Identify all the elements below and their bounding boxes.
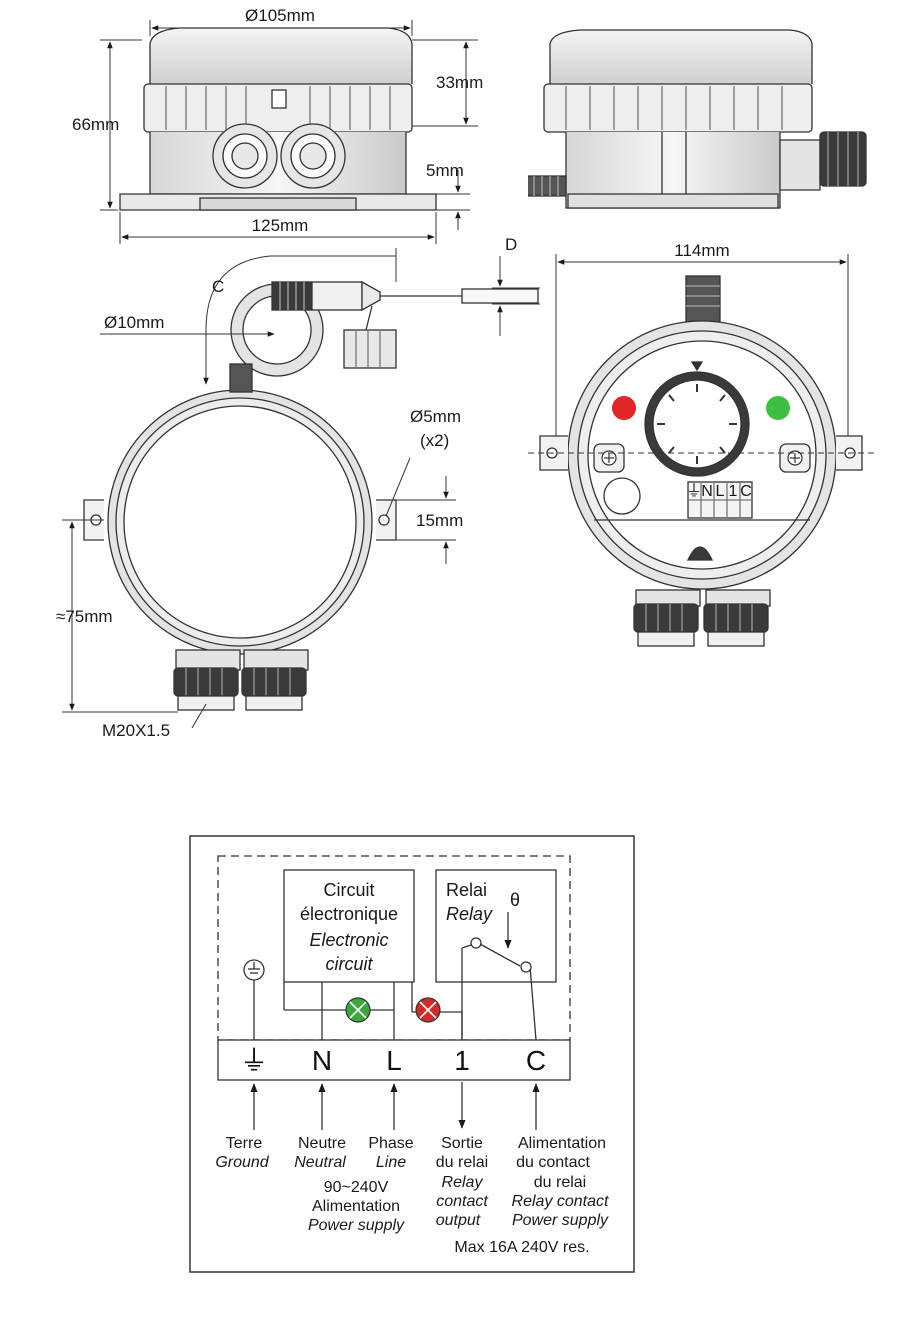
- label-voltage-fr: Alimentation: [312, 1198, 400, 1215]
- front-terminal-n: N: [701, 483, 713, 500]
- ground-symbol-icon: [243, 959, 265, 981]
- green-led-cross: [349, 1001, 367, 1019]
- label-line-fr: Phase: [368, 1135, 413, 1152]
- side-view-left: [119, 27, 437, 211]
- probe-assembly: [83, 280, 539, 711]
- front-terminal-ground: ⏚: [686, 482, 702, 500]
- label-ground-fr: Terre: [226, 1135, 263, 1152]
- dim-hole-spacing: 15mm: [416, 511, 463, 530]
- screw-icons: [601, 450, 803, 466]
- electronic-circuit-box: [283, 869, 415, 983]
- terminal-n: N: [312, 1045, 332, 1076]
- red-indicator-icon: [612, 396, 636, 420]
- dim-hole-diameter: Ø5mm: [410, 407, 461, 426]
- dim-height-total: 66mm: [72, 115, 119, 134]
- label-line-en: Line: [376, 1154, 406, 1171]
- dim-diameter-top: Ø105mm: [245, 6, 315, 25]
- dim-base-width: 125mm: [252, 216, 309, 235]
- circuit-label-fr2: électronique: [300, 904, 398, 924]
- label-output-en2: contact: [436, 1193, 488, 1210]
- label-output-fr2: du relai: [436, 1154, 488, 1171]
- label-voltage-range: 90~240V: [324, 1179, 389, 1196]
- dimension-lines-side: [100, 20, 478, 244]
- front-terminal-c: C: [740, 483, 752, 500]
- enclosure-outline: [217, 855, 571, 1041]
- front-view: [539, 275, 863, 647]
- dim-label-c: C: [212, 277, 224, 296]
- label-supply-fr1: Alimentation: [518, 1135, 606, 1152]
- dim-label-d: D: [505, 235, 517, 254]
- relay-label-en: Relay: [446, 904, 493, 924]
- label-output-en3: output: [436, 1212, 481, 1229]
- label-neutral-fr: Neutre: [298, 1135, 346, 1152]
- wiring-diagram: Circuit électronique Electronic circuit …: [189, 835, 635, 1273]
- label-rating: Max 16A 240V res.: [454, 1239, 589, 1256]
- green-indicator-icon: [766, 396, 790, 420]
- dim-base-thickness: 5mm: [426, 161, 464, 180]
- terminal-1: 1: [454, 1045, 470, 1076]
- relay-theta: θ: [510, 890, 520, 910]
- dim-depth: ≈75mm: [56, 607, 113, 626]
- label-supply-en1: Relay contact: [512, 1193, 609, 1210]
- label-ground-en: Ground: [215, 1154, 269, 1171]
- relay-label-fr: Relai: [446, 880, 487, 900]
- circuit-label-en2: circuit: [325, 954, 373, 974]
- dim-gland-thread: M20X1.5: [102, 721, 170, 740]
- circuit-label-fr1: Circuit: [323, 880, 374, 900]
- front-terminal-1: 1: [729, 483, 738, 500]
- wiring-lines: [253, 912, 537, 1041]
- relay-contact-icon: [520, 961, 532, 973]
- label-supply-fr3: du relai: [534, 1174, 586, 1191]
- label-voltage-en: Power supply: [308, 1217, 405, 1234]
- dim-front-width: 114mm: [674, 241, 729, 260]
- side-view-right: [528, 29, 867, 209]
- terminal-marks-front: ⏚ N L 1 C: [686, 482, 752, 500]
- relay-contact-icon: [470, 937, 482, 949]
- terminal-c: C: [526, 1045, 546, 1076]
- circuit-label-en1: Electronic: [309, 930, 388, 950]
- dim-hole-count: (x2): [420, 431, 449, 450]
- label-output-en1: Relay: [442, 1174, 484, 1191]
- front-terminal-l: L: [716, 483, 725, 500]
- terminal-ground: ⏚: [240, 1045, 268, 1076]
- dim-height-cover: 33mm: [436, 73, 483, 92]
- relay-box: [435, 869, 557, 983]
- dim-probe-diameter: Ø10mm: [104, 313, 164, 332]
- label-neutral-en: Neutral: [294, 1154, 346, 1171]
- label-supply-en2: Power supply: [512, 1212, 609, 1229]
- label-supply-fr2: du contact: [516, 1154, 590, 1171]
- terminal-l: L: [386, 1045, 402, 1076]
- terminal-arrows: [250, 1082, 540, 1130]
- red-led-cross: [419, 1001, 437, 1019]
- label-output-fr1: Sortie: [441, 1135, 483, 1152]
- dial-ticks: [657, 384, 737, 464]
- dimension-lines-front: [528, 254, 876, 454]
- dimension-lines-probe: [62, 248, 540, 729]
